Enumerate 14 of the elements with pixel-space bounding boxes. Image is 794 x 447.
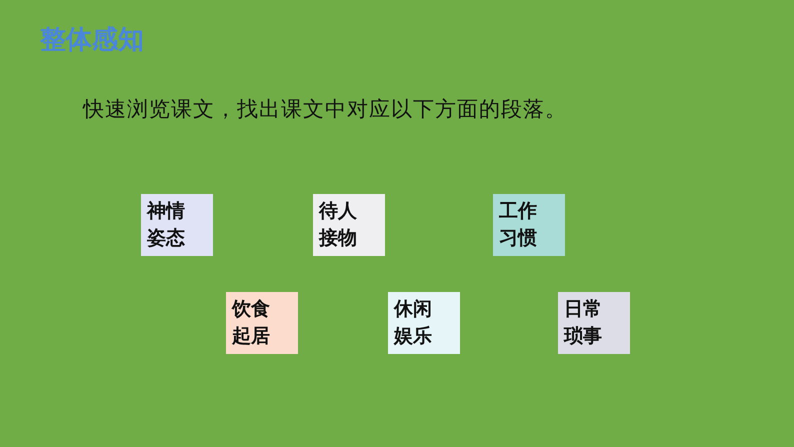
instruction-text: 快速浏览课文，找出课文中对应以下方面的段落。 — [83, 96, 567, 123]
topic-card — [388, 292, 460, 354]
slide-title: 整体感知 — [40, 24, 144, 57]
topic-card — [313, 194, 385, 256]
topic-text: 饮食起居 — [232, 297, 271, 349]
topic-text: 工作习惯 — [499, 199, 538, 251]
topic-card — [493, 194, 565, 256]
topic-text: 神情姿态 — [147, 199, 186, 251]
topic-card — [226, 292, 298, 354]
topic-text: 休闲娱乐 — [394, 297, 433, 349]
topic-text: 日常琐事 — [564, 297, 603, 349]
topic-card — [558, 292, 630, 354]
topic-text: 待人接物 — [319, 199, 358, 251]
topic-card — [141, 194, 213, 256]
